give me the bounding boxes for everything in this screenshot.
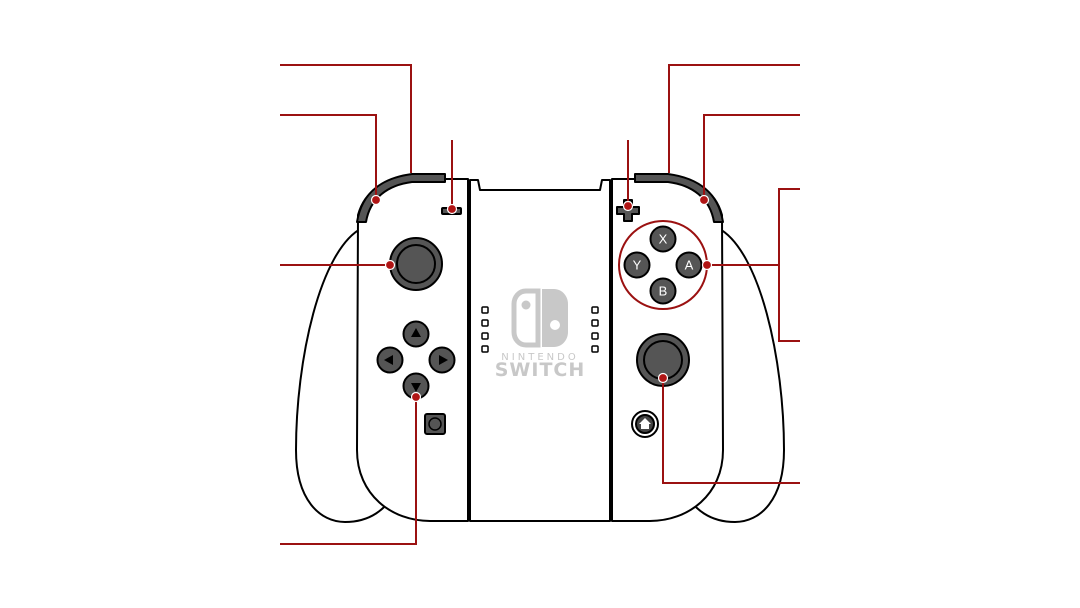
x-button-label: X bbox=[659, 232, 668, 247]
dpad-up-button[interactable] bbox=[402, 320, 430, 348]
dpad-right-icon bbox=[439, 355, 448, 365]
x-button[interactable]: X bbox=[649, 225, 677, 253]
y-button-label: Y bbox=[633, 258, 642, 273]
callout-dots bbox=[370, 194, 713, 403]
center-grip-body bbox=[469, 179, 611, 522]
left-zl-trigger bbox=[356, 173, 446, 223]
home-icon bbox=[639, 418, 651, 429]
logo-text-nintendo: NINTENDO bbox=[501, 352, 578, 363]
capture-button[interactable] bbox=[424, 413, 446, 435]
player-leds-left bbox=[481, 306, 489, 353]
b-button-label: B bbox=[659, 284, 668, 299]
dpad-down-button[interactable] bbox=[402, 372, 430, 400]
dpad-down-icon bbox=[411, 383, 421, 392]
dpad-right-button[interactable] bbox=[428, 346, 456, 374]
callout-zl bbox=[280, 64, 412, 173]
callout-lines bbox=[280, 64, 800, 545]
dpad-left-button[interactable] bbox=[376, 346, 404, 374]
switch-logo-icon bbox=[511, 288, 568, 348]
a-button-label: A bbox=[685, 258, 694, 273]
capture-icon bbox=[428, 417, 442, 431]
left-analog-stick[interactable] bbox=[389, 237, 443, 291]
right-zr-trigger bbox=[634, 173, 724, 223]
dpad-up-icon bbox=[411, 328, 421, 337]
b-button[interactable]: B bbox=[649, 277, 677, 305]
callout-dpad bbox=[280, 397, 417, 545]
callout-zr bbox=[668, 64, 800, 173]
callout-right-stick bbox=[662, 378, 800, 484]
a-button[interactable]: A bbox=[675, 251, 703, 279]
callout-l bbox=[280, 114, 377, 200]
player-leds-right bbox=[591, 306, 599, 353]
dpad-left-icon bbox=[384, 355, 393, 365]
y-button[interactable]: Y bbox=[623, 251, 651, 279]
logo-text-switch: SWITCH bbox=[495, 359, 586, 381]
callout-r bbox=[703, 114, 800, 200]
callout-face-bracket bbox=[778, 188, 800, 342]
right-analog-stick[interactable] bbox=[636, 333, 690, 387]
home-button[interactable] bbox=[631, 410, 659, 438]
left-joycon-body bbox=[356, 178, 469, 522]
